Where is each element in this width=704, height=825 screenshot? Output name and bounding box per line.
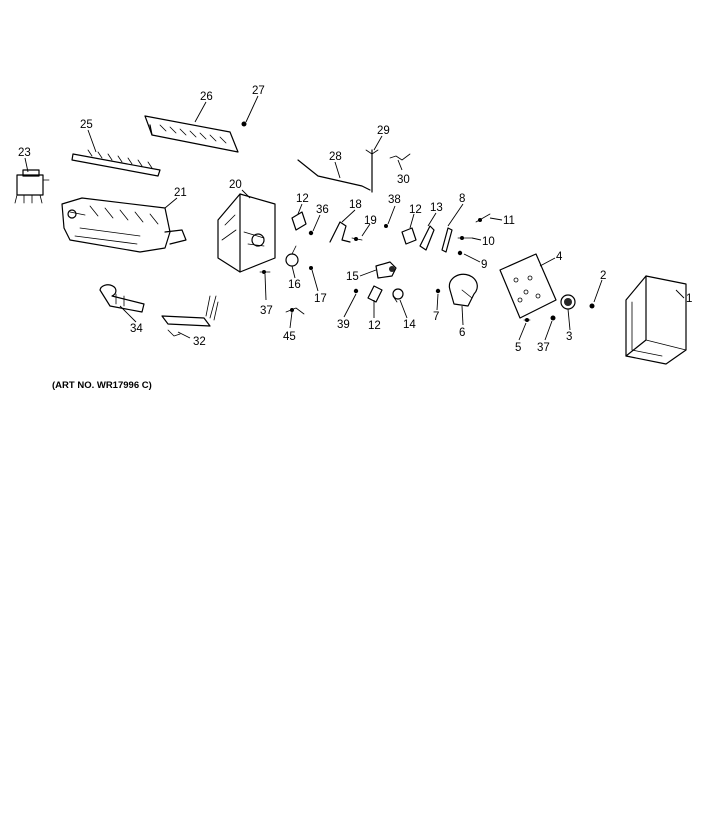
callout-45: 45 (283, 331, 296, 343)
callout-37-b: 37 (537, 342, 550, 354)
callout-13: 13 (430, 202, 443, 214)
callout-10: 10 (482, 236, 495, 248)
part-13-lever (419, 225, 435, 251)
callout-1: 1 (686, 293, 692, 305)
part-32-harness (161, 295, 219, 337)
callout-32: 32 (193, 336, 206, 348)
part-7-screw (435, 288, 441, 294)
part-37-screw-b (550, 315, 556, 321)
callout-26: 26 (200, 91, 213, 103)
part-4-mounting-plate (499, 253, 557, 319)
callout-39: 39 (337, 319, 350, 331)
callout-11: 11 (503, 215, 515, 227)
part-5-screw (523, 318, 531, 322)
part-3-gear (560, 294, 576, 310)
part-12-switch-a (291, 211, 307, 231)
callout-29: 29 (377, 125, 390, 137)
part-9-screw (457, 250, 463, 256)
part-36-screw (308, 230, 314, 236)
part-14-cam (392, 288, 404, 303)
part-30-clip (389, 153, 411, 161)
callout-4: 4 (556, 251, 563, 263)
part-29-spring (365, 149, 379, 155)
callout-8: 8 (459, 193, 465, 205)
part-12-switch-b (401, 227, 417, 245)
part-19-screw (351, 237, 363, 241)
part-16-thermostat (285, 245, 299, 267)
callout-36: 36 (316, 204, 329, 216)
part-28-shutoff-arm (297, 149, 373, 193)
part-15-heater-plug (375, 261, 397, 279)
callout-20: 20 (229, 179, 242, 191)
callout-17: 17 (314, 293, 327, 305)
part-8-contact (441, 227, 453, 253)
art-number-caption: (ART NO. WR17996 C) (52, 380, 152, 391)
callout-12-c: 12 (368, 320, 381, 332)
callout-12-b: 12 (409, 204, 422, 216)
callout-21: 21 (174, 187, 187, 199)
callout-18: 18 (349, 199, 362, 211)
leader-lines (24, 95, 685, 341)
part-23-water-valve (14, 169, 50, 204)
part-2-screw (589, 303, 595, 309)
part-10-screw (457, 236, 473, 240)
part-17-clip (309, 266, 313, 270)
part-11-wire (475, 213, 491, 223)
callout-3: 3 (566, 331, 572, 343)
callout-9: 9 (481, 259, 487, 271)
callout-2: 2 (600, 270, 606, 282)
callout-34: 34 (130, 323, 143, 335)
callout-37-a: 37 (260, 305, 273, 317)
part-1-front-cover (625, 275, 687, 365)
part-39-screw (353, 288, 359, 294)
callout-23: 23 (18, 147, 31, 159)
part-26-ejector-blade (144, 115, 239, 153)
part-25-stripper (71, 149, 161, 177)
part-12-switch-c (367, 285, 383, 303)
part-21-ice-mold (61, 197, 187, 253)
part-37-screw-a (259, 270, 271, 274)
part-18-bracket (329, 221, 351, 243)
callout-labels: 26 27 25 23 21 28 29 30 20 12 36 18 19 3… (18, 85, 692, 354)
callout-30: 30 (397, 174, 410, 186)
callout-14: 14 (403, 319, 416, 331)
part-20-housing (217, 193, 276, 273)
callout-16: 16 (288, 279, 301, 291)
callout-12-a: 12 (296, 193, 309, 205)
callout-7: 7 (433, 311, 439, 323)
callout-27: 27 (252, 85, 265, 97)
callout-25: 25 (80, 119, 93, 131)
part-45-clamp (285, 307, 305, 315)
callout-28: 28 (329, 151, 342, 163)
callout-5: 5 (515, 342, 521, 354)
part-34-fill-cup (99, 284, 145, 313)
part-6-motor (448, 273, 478, 307)
callout-38: 38 (388, 194, 401, 206)
callout-6: 6 (459, 327, 465, 339)
callout-19: 19 (364, 215, 377, 227)
part-27-screw (241, 121, 247, 127)
part-38-pin (384, 224, 388, 228)
callout-15: 15 (346, 271, 359, 283)
